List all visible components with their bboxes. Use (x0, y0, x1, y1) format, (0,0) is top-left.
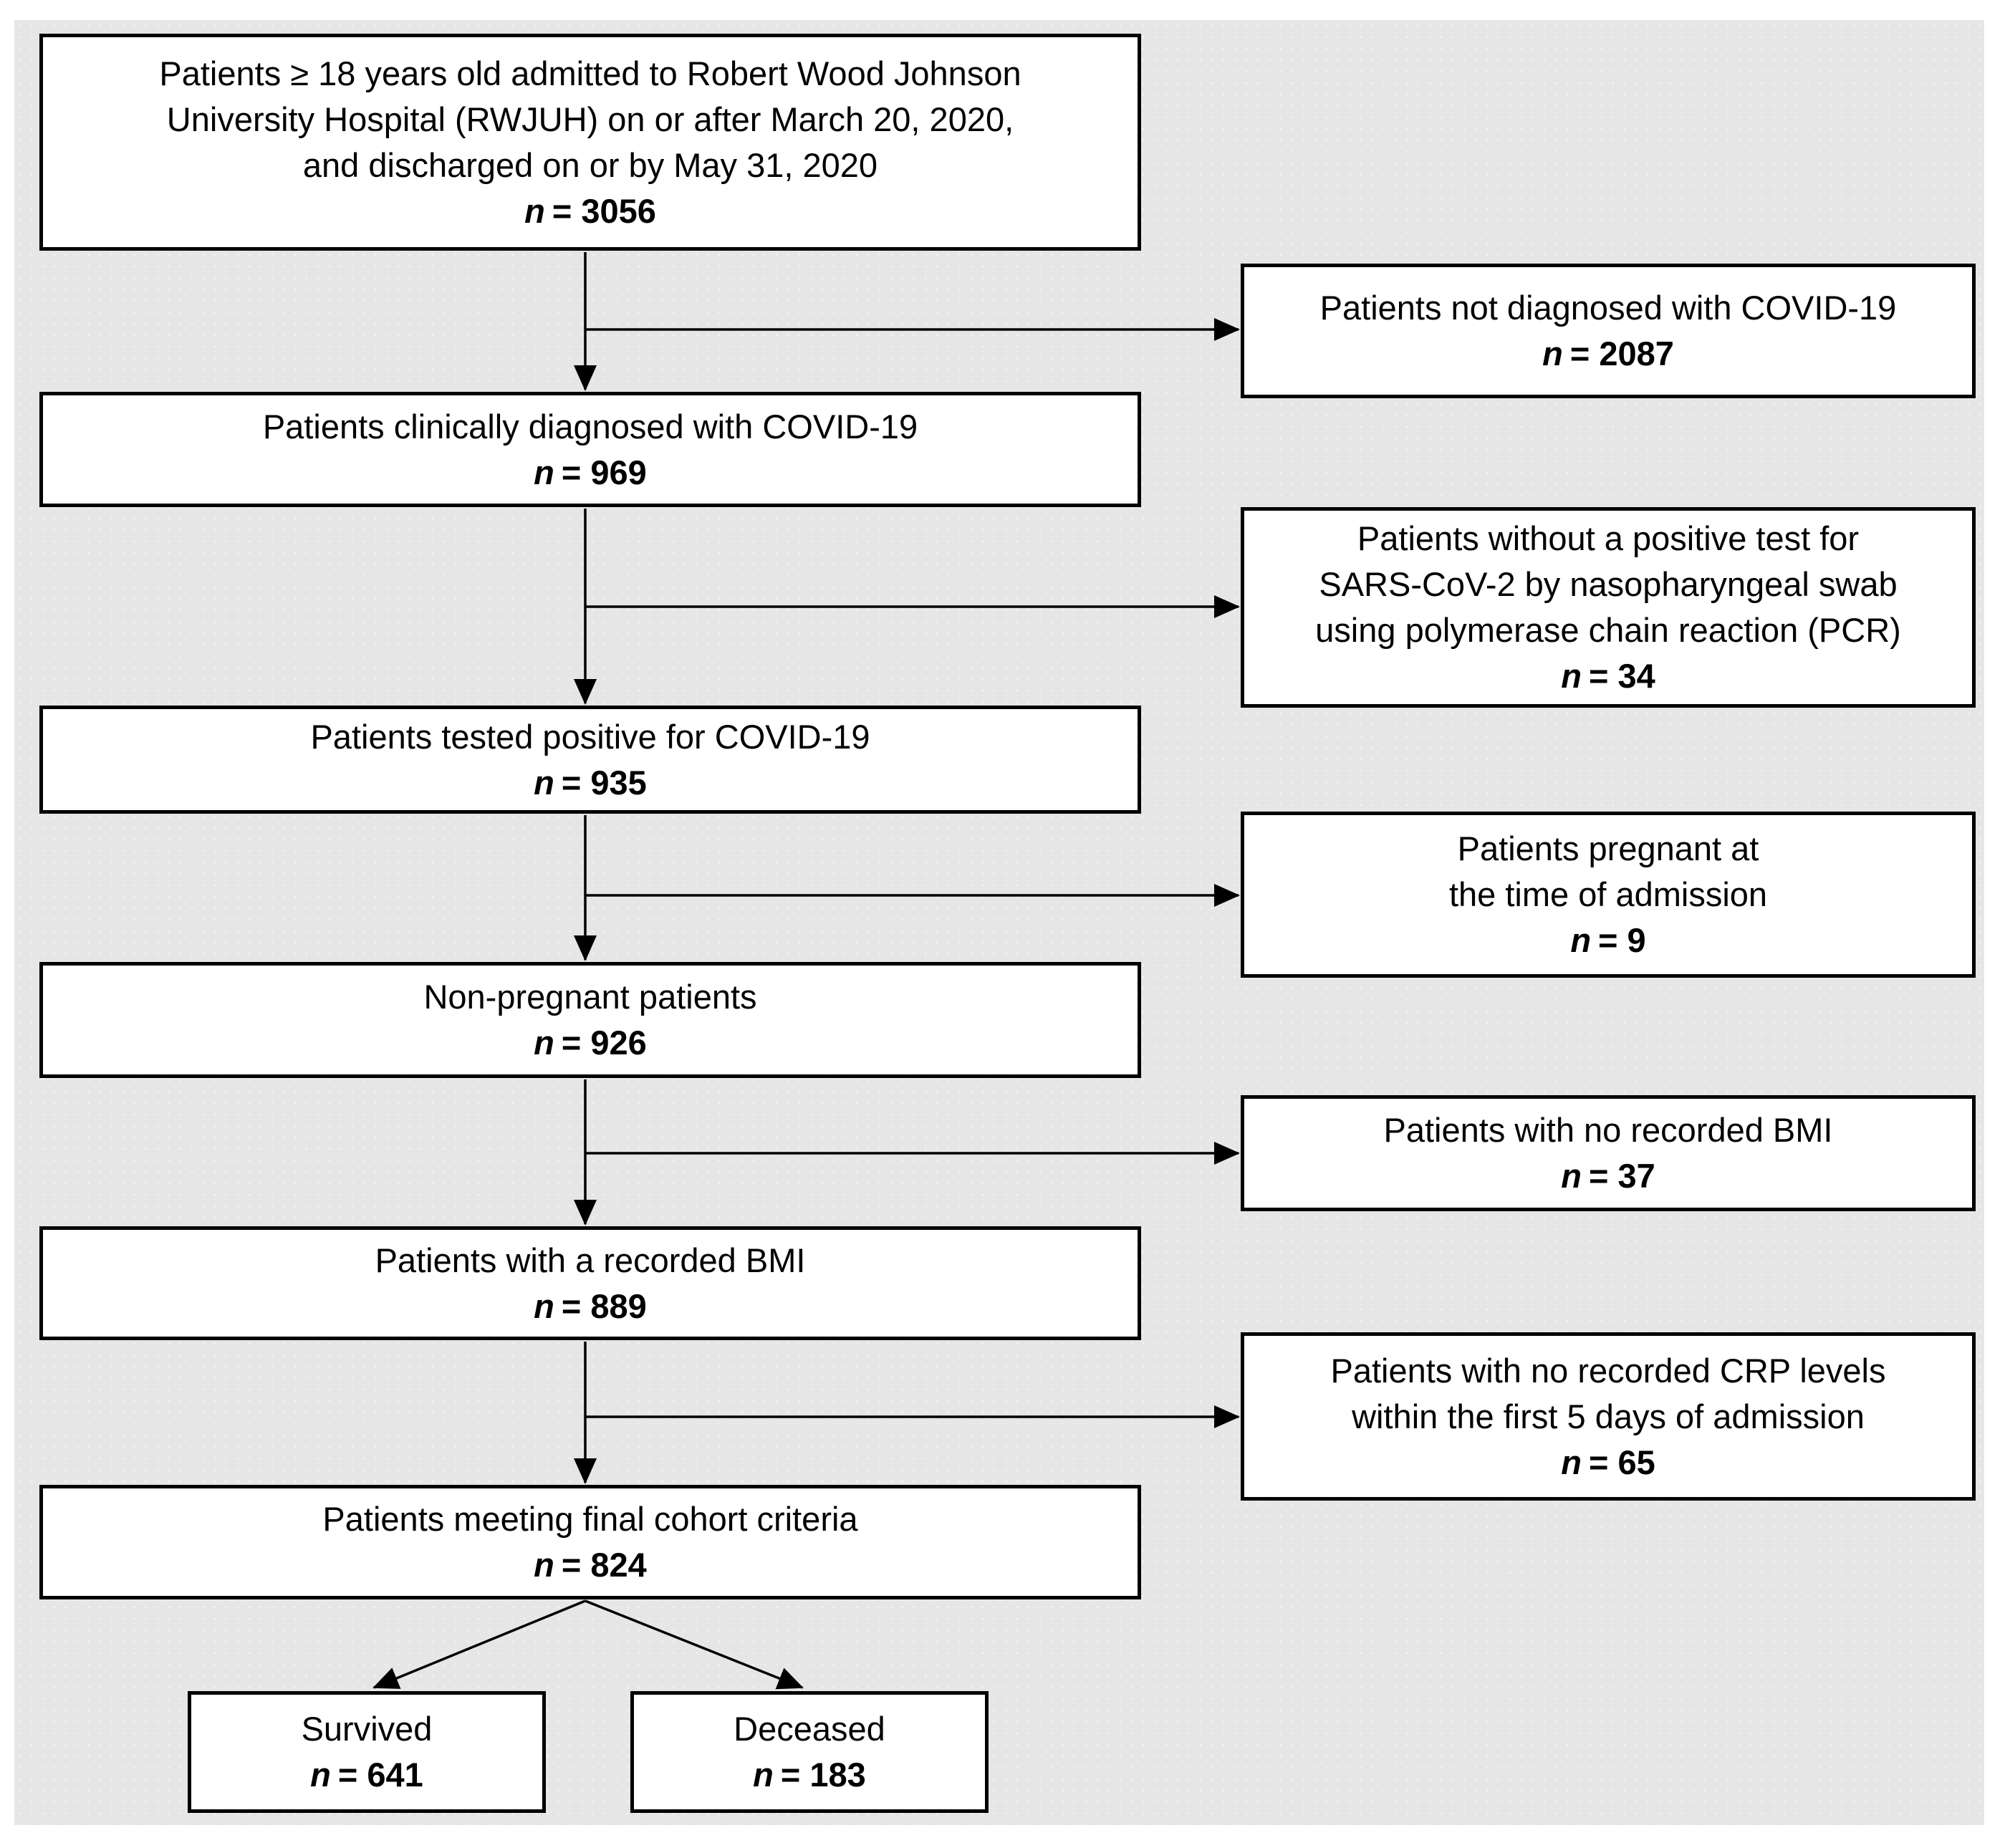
n-symbol: n (534, 763, 554, 802)
sample-size: n= 935 (534, 760, 647, 806)
box-label: Patients meeting final cohort criteria (322, 1500, 858, 1538)
n-count: = 183 (780, 1756, 866, 1794)
n-count: = 969 (561, 453, 647, 491)
flow-box-final-cohort: Patients meeting final cohort criteria n… (39, 1485, 1141, 1599)
sample-size: n= 65 (1561, 1440, 1655, 1486)
n-count: = 641 (337, 1756, 423, 1794)
box-label: Patients not diagnosed with COVID-19 (1319, 289, 1897, 327)
sample-size: n= 183 (753, 1752, 866, 1798)
n-symbol: n (534, 1286, 554, 1325)
sample-size: n= 2087 (1542, 331, 1674, 377)
flow-box-diagnosed: Patients clinically diagnosed with COVID… (39, 392, 1141, 507)
n-symbol: n (1561, 657, 1582, 695)
n-count: = 889 (561, 1286, 647, 1325)
box-label: Patients tested positive for COVID-19 (310, 717, 870, 756)
sample-size: n= 824 (534, 1542, 647, 1588)
n-symbol: n (1561, 1157, 1582, 1195)
n-count: = 824 (561, 1546, 647, 1584)
sample-size: n= 926 (534, 1020, 647, 1066)
box-label: Survived (301, 1710, 433, 1748)
n-symbol: n (310, 1756, 331, 1794)
exclusion-box-not-diagnosed: Patients not diagnosed with COVID-19 n= … (1241, 264, 1976, 398)
outcome-box-survived: Survived n= 641 (188, 1691, 546, 1813)
flow-box-recorded-bmi: Patients with a recorded BMI n= 889 (39, 1226, 1141, 1340)
sample-size: n= 37 (1561, 1153, 1655, 1199)
box-label: Patients pregnant at the time of admissi… (1448, 829, 1768, 913)
n-symbol: n (753, 1756, 774, 1794)
sample-size: n= 969 (534, 450, 647, 496)
box-label: Patients with no recorded CRP levels wit… (1330, 1351, 1886, 1435)
n-count: = 65 (1588, 1443, 1655, 1481)
sample-size: n= 889 (534, 1284, 647, 1329)
n-symbol: n (1542, 335, 1563, 372)
flow-box-non-pregnant: Non-pregnant patients n= 926 (39, 962, 1141, 1078)
sample-size: n= 34 (1561, 653, 1655, 699)
flow-box-tested-positive: Patients tested positive for COVID-19 n=… (39, 706, 1141, 814)
n-symbol: n (1561, 1443, 1582, 1481)
n-count: = 37 (1588, 1157, 1655, 1195)
box-label: Patients without a positive test for SAR… (1315, 519, 1901, 649)
n-count: = 935 (561, 763, 647, 802)
sample-size: n= 3056 (524, 188, 656, 234)
n-symbol: n (524, 191, 545, 230)
exclusion-box-no-crp: Patients with no recorded CRP levels wit… (1241, 1332, 1976, 1501)
n-count: = 34 (1588, 657, 1655, 695)
sample-size: n= 641 (310, 1752, 423, 1798)
sample-size: n= 9 (1570, 918, 1645, 963)
box-label: Deceased (734, 1710, 885, 1748)
box-label: Non-pregnant patients (423, 978, 757, 1016)
n-count: = 9 (1598, 921, 1646, 959)
n-count: = 3056 (552, 191, 656, 230)
exclusion-box-no-bmi: Patients with no recorded BMI n= 37 (1241, 1095, 1976, 1211)
n-symbol: n (534, 1024, 554, 1062)
box-label: Patients with no recorded BMI (1383, 1111, 1833, 1149)
box-label: Patients clinically diagnosed with COVID… (262, 407, 918, 446)
n-symbol: n (1570, 921, 1592, 959)
n-count: = 926 (561, 1024, 647, 1062)
flow-box-admitted: Patients ≥ 18 years old admitted to Robe… (39, 34, 1141, 251)
n-count: = 2087 (1569, 335, 1674, 372)
exclusion-box-no-positive-test: Patients without a positive test for SAR… (1241, 507, 1976, 708)
n-symbol: n (534, 1546, 554, 1584)
n-symbol: n (534, 453, 554, 491)
box-label: Patients ≥ 18 years old admitted to Robe… (159, 54, 1021, 184)
exclusion-box-pregnant: Patients pregnant at the time of admissi… (1241, 812, 1976, 978)
outcome-box-deceased: Deceased n= 183 (630, 1691, 989, 1813)
box-label: Patients with a recorded BMI (375, 1241, 806, 1279)
